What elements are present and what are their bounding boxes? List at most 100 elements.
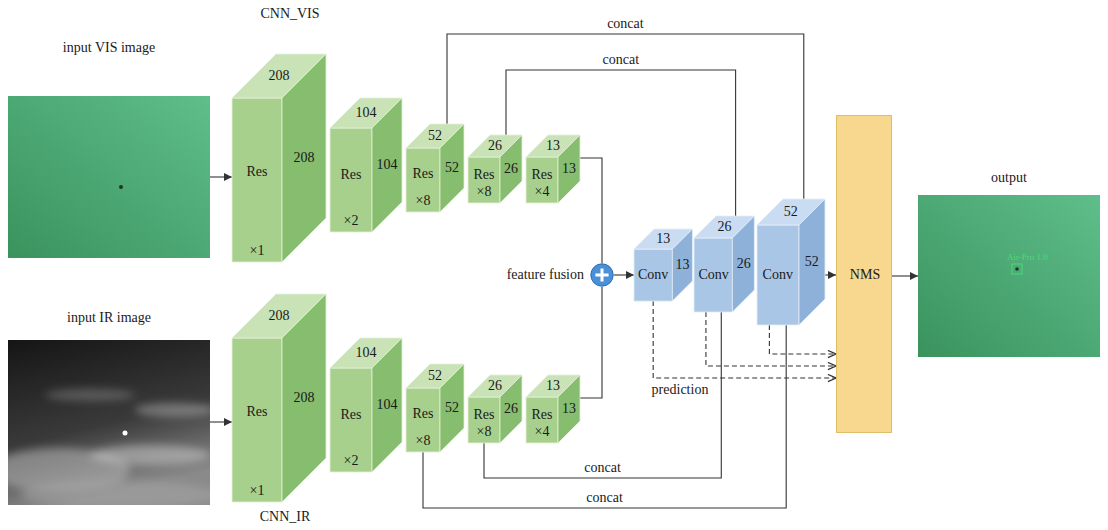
layer-block: 52Conv52 (757, 199, 825, 325)
image-panel: output (918, 170, 1100, 357)
repeat-count: ×1 (250, 483, 265, 499)
feature-size: 13 (562, 161, 576, 177)
image-caption: input IR image (67, 310, 151, 326)
layer-block: 208Res208×1 (232, 294, 326, 502)
image-panel: input IR image (8, 310, 210, 505)
layer-block: 52Res52×8 (406, 364, 464, 452)
block-side (440, 364, 464, 452)
feature-link (423, 325, 786, 508)
feature-size: 52 (445, 400, 459, 416)
channel-size: 52 (428, 128, 442, 144)
channel-size: 104 (356, 105, 377, 121)
block-front (406, 388, 440, 452)
layer-name: Conv (638, 267, 668, 283)
fusion-node: feature fusion (507, 263, 614, 287)
feature-size: 13 (562, 401, 576, 417)
layer-name: Res (532, 167, 553, 183)
channel-size: 104 (356, 345, 377, 361)
layer-name: Res (341, 167, 362, 183)
layer-name: Res (247, 164, 268, 180)
block-side (799, 199, 825, 325)
feature-size: 13 (675, 257, 689, 273)
repeat-count: ×8 (416, 193, 431, 209)
channel-size: 13 (656, 231, 670, 247)
feature-size: 208 (294, 150, 315, 166)
block-front (526, 157, 558, 203)
layer-name: Res (413, 166, 434, 182)
block-front (634, 249, 672, 301)
detection-label: Air-Pro 1.0 (1007, 252, 1048, 262)
layer-name: Conv (698, 267, 728, 283)
block-front (526, 397, 558, 443)
layer-name: Res (532, 407, 553, 423)
repeat-count: ×2 (344, 453, 359, 469)
fusion-label: feature fusion (507, 267, 584, 283)
layer-name: Res (474, 407, 495, 423)
image-caption: output (991, 170, 1027, 186)
cloud (20, 481, 210, 505)
layer-block: 26Conv26 (694, 216, 754, 312)
block-side (282, 54, 326, 262)
feature-size: 52 (805, 254, 819, 270)
channel-size: 208 (269, 308, 290, 324)
feature-size: 104 (377, 397, 398, 413)
target-speck (119, 185, 123, 189)
layer-name: Res (474, 167, 495, 183)
layer-block: 13Res13×4 (526, 375, 580, 443)
layer-block: 208Res208×1 (232, 54, 326, 262)
edge-label: concat (584, 490, 625, 506)
plus-symbol (595, 268, 608, 281)
block-front (468, 397, 500, 443)
layer-name: Res (413, 406, 434, 422)
layer-block: 13Conv 13 (634, 229, 692, 301)
feature-size: 104 (377, 157, 398, 173)
edge-label: concat (582, 460, 623, 476)
layer-name: Res (341, 407, 362, 423)
repeat-count: ×4 (535, 184, 550, 200)
cloud (90, 445, 210, 465)
feature-size: 26 (504, 401, 518, 417)
data-arrow (210, 421, 232, 422)
feature-link (506, 70, 736, 216)
block-front (468, 157, 500, 203)
stage-name: NMS (850, 267, 880, 283)
block-side (558, 375, 580, 443)
fusion-circle (590, 263, 614, 287)
cloud (45, 389, 135, 401)
data-arrow (825, 274, 836, 275)
feature-size: 26 (737, 256, 751, 272)
branch-name: CNN_VIS (260, 6, 319, 22)
block-front (330, 368, 372, 472)
prediction-label: prediction (650, 382, 711, 398)
data-arrow (210, 176, 232, 177)
target-speck (1015, 267, 1019, 271)
channel-size: 13 (546, 378, 560, 394)
channel-size: 13 (546, 138, 560, 154)
edge-label: concat (605, 16, 646, 32)
block-side (500, 375, 522, 443)
repeat-count: ×1 (250, 243, 265, 259)
feature-size: 208 (294, 390, 315, 406)
block-front (232, 98, 282, 262)
feature-size: 26 (504, 161, 518, 177)
layer-block: 26Res26×8 (468, 135, 522, 203)
repeat-count: ×4 (535, 424, 550, 440)
repeat-count: ×2 (344, 213, 359, 229)
layer-name: Conv (763, 267, 793, 283)
layer-block: 104Res 104 ×2 (330, 338, 402, 472)
block-front (694, 238, 732, 312)
layer-block: 52Res52×8 (406, 124, 464, 212)
branch-name: CNN_IR (260, 509, 311, 525)
block-front (330, 128, 372, 232)
detection-box (1012, 264, 1022, 274)
feature-link (580, 158, 602, 263)
edge-label: concat (601, 52, 642, 68)
channel-size: 26 (488, 378, 502, 394)
layer-block: 104Res 104 ×2 (330, 98, 402, 232)
block-front (232, 338, 282, 502)
block-front (757, 225, 799, 325)
block-side (500, 135, 522, 203)
layer-block: 26Res26×8 (468, 375, 522, 443)
